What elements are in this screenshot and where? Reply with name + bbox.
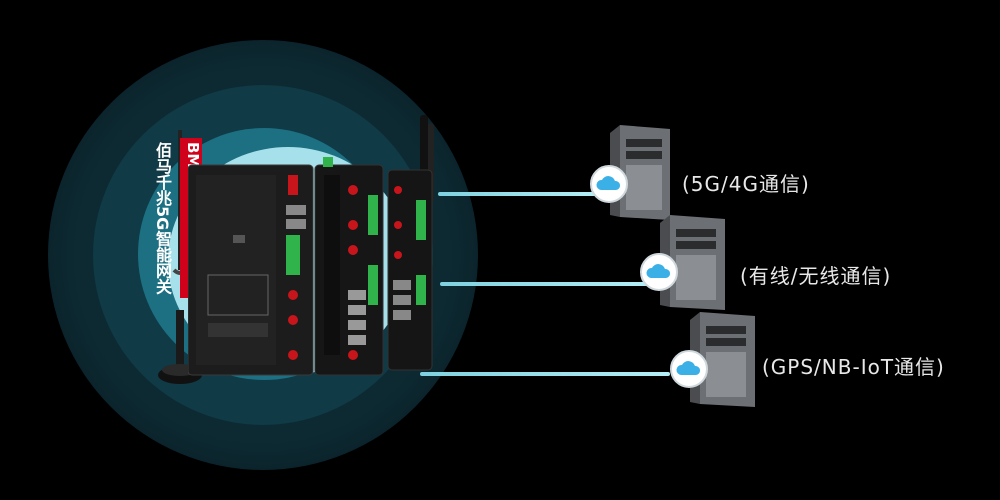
cloud-icon: [640, 253, 678, 291]
connection-label-3: (GPS/NB-IoT通信): [762, 355, 945, 379]
connection-line-2: [440, 282, 650, 286]
connection-line-1: [438, 192, 598, 196]
connection-line-3: [420, 372, 670, 376]
connection-label-1: (5G/4G通信): [682, 172, 810, 196]
connection-label-2: (有线/无线通信): [740, 264, 892, 288]
gateway-device: [188, 115, 434, 376]
server-3: [670, 312, 755, 411]
cloud-icon: [590, 165, 628, 203]
server-1: [590, 125, 670, 224]
cloud-icon: [670, 350, 708, 388]
product-name: 佰马千兆5G智能网关: [153, 142, 172, 295]
server-2: [640, 215, 725, 314]
